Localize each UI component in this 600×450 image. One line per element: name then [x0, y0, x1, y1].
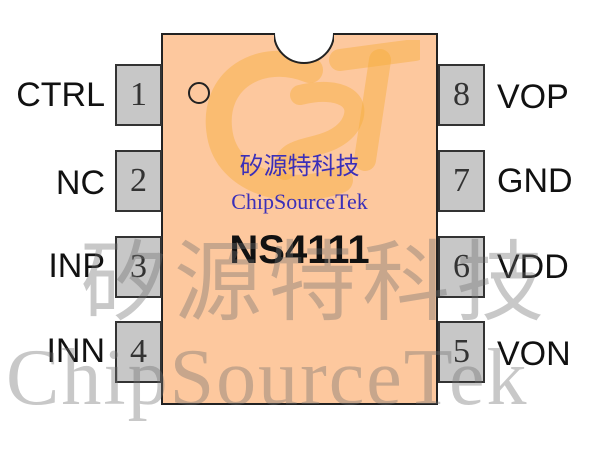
- part-number: NS4111: [229, 228, 370, 272]
- pin-number-box: 2: [115, 150, 162, 212]
- pin-label: NC: [55, 164, 105, 202]
- pin-number: 5: [453, 333, 470, 370]
- watermark-en: ChipSourceTek: [6, 334, 529, 422]
- pin-number: 6: [453, 248, 470, 285]
- pin-number: 4: [130, 333, 147, 370]
- pin-number-box: 1: [115, 64, 162, 126]
- cst-logo-icon: [205, 40, 420, 201]
- watermark-cn: 矽源特科技: [80, 231, 551, 334]
- pin-number-box: 3: [115, 236, 162, 298]
- pin1-indicator-icon: [188, 82, 210, 104]
- pin-number-box: 7: [438, 150, 485, 212]
- pin-label: GND: [497, 162, 573, 200]
- pin-label: INN: [46, 332, 105, 370]
- pin-number: 3: [130, 248, 147, 285]
- pin-number: 1: [130, 76, 147, 113]
- pin-number-box: 5: [438, 321, 485, 383]
- pin-number-box: 8: [438, 64, 485, 126]
- package-notch: [274, 32, 334, 64]
- pin-label: CTRL: [16, 76, 105, 114]
- pin-label: VDD: [497, 248, 569, 286]
- brand-name-en: ChipSourceTek: [231, 189, 368, 214]
- brand-name-cn: 矽源特科技: [239, 152, 360, 180]
- pin-label: VOP: [497, 78, 569, 116]
- pin-number: 7: [453, 162, 470, 199]
- pin-number: 8: [453, 76, 470, 113]
- pin-number-box: 4: [115, 321, 162, 383]
- pin-label: VON: [497, 335, 571, 373]
- pin-label: INP: [48, 247, 105, 285]
- pin-number-box: 6: [438, 236, 485, 298]
- pin-number: 2: [130, 162, 147, 199]
